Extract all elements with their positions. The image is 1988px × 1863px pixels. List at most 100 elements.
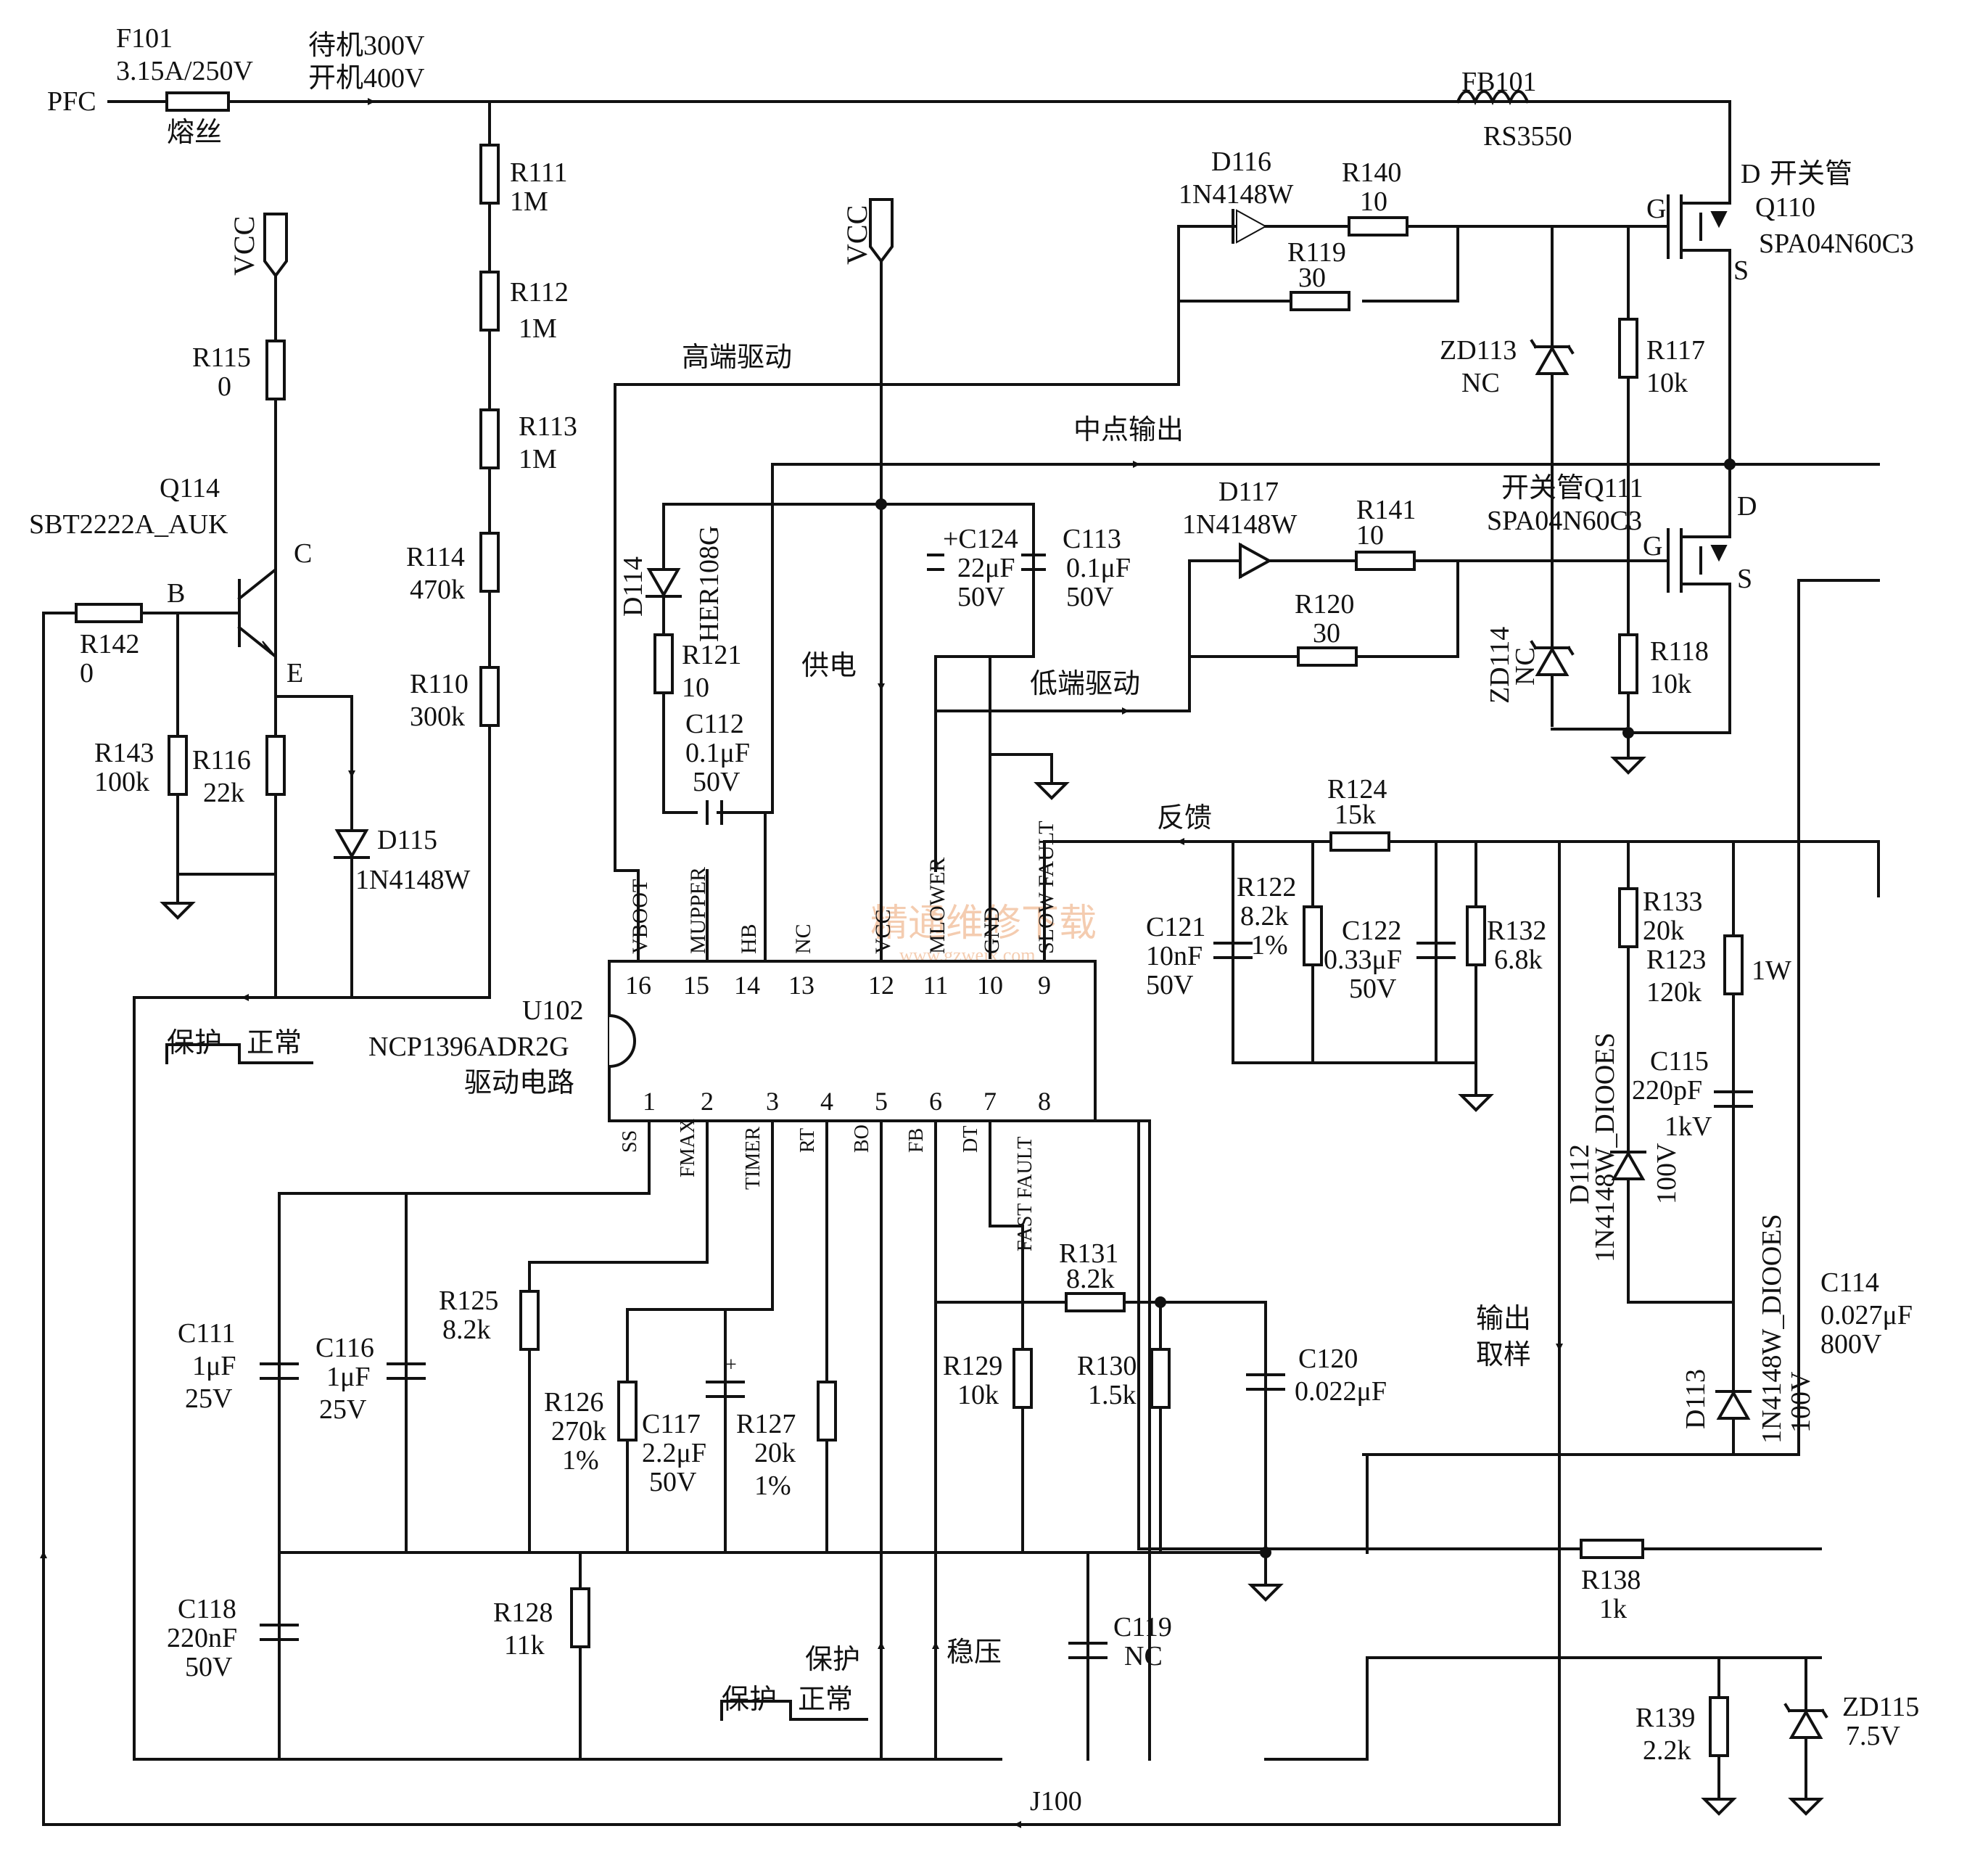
capacitor-c121 — [1213, 942, 1253, 959]
label-mid-out: 中点输出 — [1073, 415, 1184, 445]
value-r138: 1k — [1599, 1594, 1627, 1624]
value-r128: 11k — [504, 1630, 545, 1661]
value-c112: 0.1μF — [685, 738, 750, 768]
volt-c112: 50V — [693, 767, 741, 797]
label-q110-switch: 开关管 — [1770, 159, 1852, 189]
label-q111: 开关管Q111 — [1501, 473, 1643, 503]
value-r124: 15k — [1335, 799, 1376, 830]
label-c118: C118 — [178, 1594, 236, 1624]
mosfet-q111 — [1641, 506, 1731, 593]
junctions — [875, 458, 1736, 1558]
diode-d114 — [646, 568, 682, 599]
value-r132: 6.8k — [1494, 945, 1543, 975]
label-r127: R127 — [736, 1409, 796, 1439]
value-r112: 1M — [519, 313, 557, 344]
resistor-r132 — [1466, 905, 1486, 966]
resistor-r133 — [1618, 887, 1638, 948]
label-q114: Q114 — [160, 473, 220, 503]
value-c114: 0.027μF — [1820, 1300, 1913, 1331]
label-c113: C113 — [1063, 524, 1121, 554]
resistor-r142 — [75, 603, 143, 623]
ic-pin-name: NC — [791, 924, 815, 954]
resistor-r131 — [1065, 1292, 1126, 1312]
value-zd114: NC — [1510, 647, 1541, 686]
pin-s-q110: S — [1733, 255, 1749, 286]
value-r116: 22k — [203, 778, 244, 808]
label-r142: R142 — [80, 629, 139, 659]
resistor-r123 — [1723, 934, 1744, 995]
label-r143: R143 — [94, 738, 154, 768]
resistor-r113 — [479, 408, 500, 469]
label-r138: R138 — [1581, 1565, 1641, 1595]
resistor-r116 — [265, 735, 286, 796]
value-r133: 20k — [1643, 916, 1684, 946]
zener-zd113 — [1530, 339, 1575, 375]
value-c120: 0.022μF — [1295, 1376, 1387, 1407]
value-r110: 300k — [410, 702, 465, 732]
ic-pin-number: 10 — [977, 971, 1003, 1000]
part-d116: 1N4148W — [1179, 179, 1293, 210]
label-zd115: ZD115 — [1842, 1692, 1919, 1722]
value-r115: 0 — [218, 371, 231, 402]
value-r121: 10 — [682, 673, 709, 703]
label-r132: R132 — [1487, 916, 1546, 946]
pin-c-q114: C — [294, 538, 312, 569]
capacitor-c124 — [927, 554, 944, 571]
part-q114: SBT2222A_AUK — [29, 509, 228, 540]
label-r118: R118 — [1650, 636, 1709, 667]
resistor-r143 — [168, 735, 188, 796]
watermark: 精通维修下载 www.gzweix.com — [870, 903, 1097, 966]
ic-pin-name: VCC — [871, 909, 895, 954]
ic-pin-number: 14 — [734, 971, 760, 1000]
label-j100: J100 — [1030, 1786, 1082, 1817]
value-r129: 10k — [957, 1380, 999, 1410]
resistor-r120 — [1297, 646, 1358, 667]
volt-c118: 50V — [185, 1652, 233, 1682]
capacitor-c118 — [260, 1624, 299, 1641]
value-c111: 1μF — [192, 1351, 236, 1381]
label-r141: R141 — [1356, 495, 1416, 525]
pin-e-q114: E — [286, 658, 303, 688]
capacitors — [260, 554, 1753, 1659]
resistor-r122 — [1303, 905, 1323, 966]
ic-pin-name: VBOOT — [628, 879, 652, 954]
ic-pin-number: 5 — [875, 1087, 888, 1116]
value-r118: 10k — [1650, 669, 1691, 699]
label-regulate: 稳压 — [946, 1637, 1002, 1668]
label-low-drive: 低端驱动 — [1030, 669, 1140, 699]
resistor-r126 — [617, 1381, 638, 1442]
diode-d112 — [1610, 1150, 1646, 1180]
tol-r126: 1% — [562, 1445, 599, 1476]
ic-pin-number: 1 — [643, 1087, 656, 1116]
part-q111: SPA04N60C3 — [1487, 506, 1642, 536]
resistor-r124 — [1329, 831, 1390, 852]
label-pfc: PFC — [47, 86, 96, 117]
label-r110: R110 — [410, 669, 469, 699]
part-d115: 1N4148W — [355, 865, 470, 895]
part-q110: SPA04N60C3 — [1759, 229, 1914, 259]
label-d116: D116 — [1211, 147, 1271, 177]
label-d117: D117 — [1218, 477, 1279, 507]
label-supply: 供电 — [801, 651, 857, 681]
value-c115: 220pF — [1632, 1075, 1702, 1106]
value-r119: 30 — [1298, 263, 1326, 293]
value-r130: 1.5k — [1088, 1380, 1137, 1410]
label-r128: R128 — [493, 1597, 553, 1628]
label-r126: R126 — [544, 1387, 603, 1418]
value-c116: 1μF — [326, 1362, 371, 1392]
value-r113: 1M — [519, 444, 557, 474]
label-r124: R124 — [1327, 774, 1387, 805]
capacitor-c119 — [1068, 1642, 1108, 1659]
status-brackets — [165, 1043, 868, 1721]
label-c117: C117 — [642, 1409, 701, 1439]
label-c111: C111 — [178, 1318, 236, 1349]
pin-b-q114: B — [167, 578, 185, 609]
label-r133: R133 — [1643, 887, 1702, 917]
polarity-c117: + — [725, 1354, 737, 1376]
ic-desc: 驱动电路 — [464, 1068, 574, 1098]
ic-pin-name: FB — [905, 1128, 928, 1153]
label-r130: R130 — [1077, 1351, 1137, 1381]
label-d115: D115 — [377, 825, 437, 855]
label-normal-mid: 正常 — [798, 1685, 853, 1715]
ic-pin-number: 15 — [683, 971, 709, 1000]
